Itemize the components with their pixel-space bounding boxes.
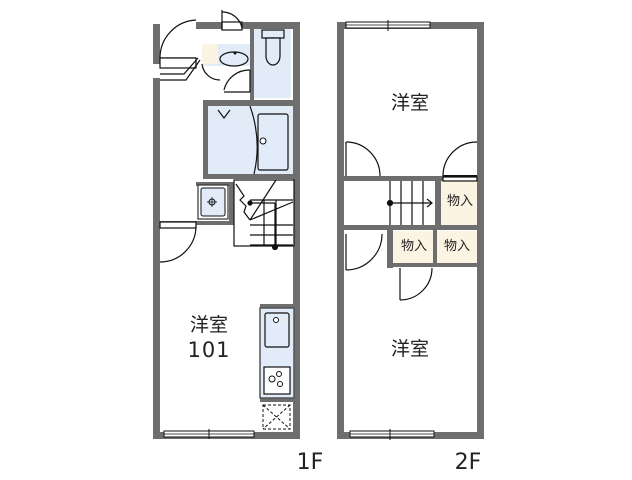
window-2f-bottom-icon: [349, 429, 435, 440]
entrance-door-icon: [159, 19, 201, 81]
kitchen-sink-icon: [264, 312, 290, 348]
floor-label-2f: 2F: [454, 450, 482, 475]
washing-machine-pan-icon: [197, 184, 229, 220]
small-storage: [202, 44, 218, 64]
window-1f-icon: [163, 429, 255, 439]
washbasin-icon: [219, 51, 249, 67]
stairs-2f-icon: [386, 181, 433, 225]
room-label-2f-upper: 洋室: [390, 92, 429, 114]
storage-label-middle: 物入: [443, 239, 470, 254]
kitchen-counter: [259, 307, 295, 399]
window-2f-top-icon: [345, 20, 431, 31]
storage-label-right: 物入: [446, 194, 473, 209]
refrigerator-space-icon: [262, 404, 291, 430]
floor-2-plan: [337, 20, 484, 440]
storage-middle: [437, 231, 478, 263]
room-label-2f-lower: 洋室: [390, 338, 429, 360]
storage-label-left: 物入: [400, 239, 427, 254]
floor-1-plan: [153, 10, 300, 439]
door-arcs-1f: [159, 10, 258, 263]
door-arcs-2f: [345, 141, 478, 301]
stove-icon: [263, 366, 291, 395]
bathtub-icon: [257, 113, 289, 171]
storage-left: [393, 231, 433, 263]
stairs-1f-icon: [233, 179, 295, 251]
storage-right: [441, 180, 478, 225]
room-number-101: 101: [187, 338, 231, 362]
toilet-icon: [261, 29, 285, 66]
floor-label-1f: 1F: [296, 450, 324, 475]
room-label-101: 洋室: [189, 314, 228, 336]
walls-2f: [337, 22, 484, 439]
